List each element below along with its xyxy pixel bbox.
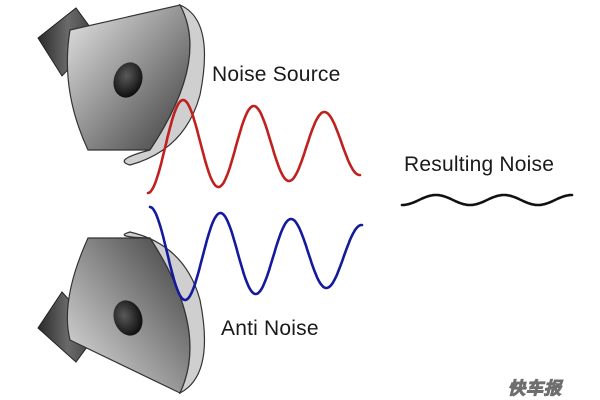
anti-noise-wave — [148, 205, 364, 302]
resulting-noise-wave — [400, 193, 574, 207]
speaker-icon — [37, 3, 206, 166]
watermark-logo: 快车报 — [508, 379, 562, 399]
resulting-noise-label: Resulting Noise — [404, 153, 555, 176]
anti-noise-label: Anti Noise — [221, 317, 319, 340]
noise-source-label: Noise Source — [212, 63, 341, 86]
noise-source-wave — [146, 98, 362, 195]
speaker-icon — [37, 231, 206, 395]
